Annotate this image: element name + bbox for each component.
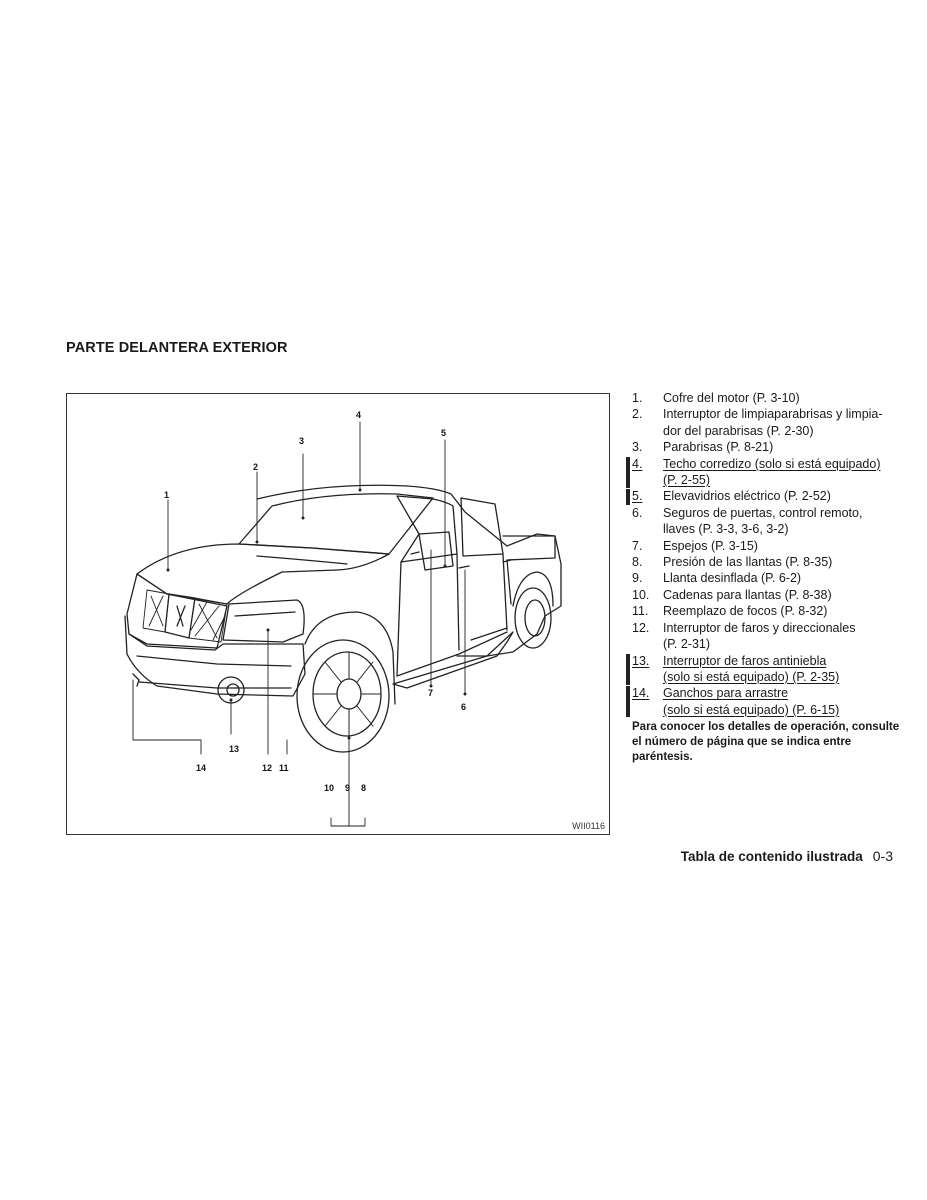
legend-text: Presión de las llantas (P. 8-35) xyxy=(663,554,900,570)
callout-3: 3 xyxy=(299,436,305,446)
legend-item: 11. Reemplazo de focos (P. 8-32) xyxy=(632,603,900,619)
legend-text: Ganchos para arrastre(solo si está equip… xyxy=(663,685,900,718)
legend-number: 4. xyxy=(632,456,643,471)
legend-number: 2. xyxy=(632,407,643,422)
legend-line: Interruptor de limpiaparabrisas y limpia… xyxy=(663,407,883,422)
legend-line: Parabrisas (P. 8-21) xyxy=(663,440,774,455)
legend-item: 1. Cofre del motor (P. 3-10) xyxy=(632,390,900,406)
legend-text: Interruptor de limpiaparabrisas y limpia… xyxy=(663,406,900,439)
figure-code: WII0116 xyxy=(572,821,605,831)
legend-number: 14. xyxy=(632,686,650,701)
footer-title: Tabla de contenido ilustrada xyxy=(680,849,863,864)
callout-11: 11 xyxy=(279,763,289,773)
legend-number: 13. xyxy=(632,653,650,668)
legend-number: 9. xyxy=(632,571,643,586)
legend-text: Seguros de puertas, control remoto, llave… xyxy=(663,505,900,538)
revision-bar xyxy=(626,653,630,685)
legend-line: dor del parabrisas (P. 2-30) xyxy=(663,423,814,438)
operation-note: Para conocer los detalles de operación, … xyxy=(632,721,900,764)
legend-line: Seguros de puertas, control remoto, xyxy=(663,505,863,520)
legend-number: 11. xyxy=(632,604,649,619)
legend-text: Espejos (P. 3-15) xyxy=(663,538,900,554)
legend-item: 10. Cadenas para llantas (P. 8-38) xyxy=(632,587,900,603)
legend-line: Espejos (P. 3-15) xyxy=(663,538,758,553)
legend-number: 10. xyxy=(632,587,650,602)
legend-item: 2. Interruptor de limpiaparabrisas y lim… xyxy=(632,406,900,439)
legend-number: 5. xyxy=(632,489,643,504)
section-title: PARTE DELANTERA EXTERIOR xyxy=(66,340,288,356)
legend-line: llaves (P. 3-3, 3-6, 3-2) xyxy=(663,522,789,537)
legend-line: Interruptor de faros antiniebla xyxy=(663,653,827,668)
legend-text: Interruptor de faros antiniebla(solo si … xyxy=(663,653,900,686)
callout-9: 9 xyxy=(345,783,351,793)
callout-4: 4 xyxy=(356,410,362,420)
legend-text: Interruptor de faros y direccionales (P. … xyxy=(663,620,900,653)
legend-number: 8. xyxy=(632,555,643,570)
legend-number: 6. xyxy=(632,505,643,520)
legend-item-revised: 5. Elevavidrios eléctrico (P. 2-52) xyxy=(626,488,900,506)
callout-5: 5 xyxy=(441,428,447,438)
callout-8: 8 xyxy=(361,783,367,793)
legend-item: 3. Parabrisas (P. 8-21) xyxy=(632,439,900,455)
legend-line: Llanta desinflada (P. 6-2) xyxy=(663,571,802,586)
legend-line: Presión de las llantas (P. 8-35) xyxy=(663,555,833,570)
revision-bar xyxy=(626,686,630,718)
legend-number: 7. xyxy=(632,538,643,553)
page-footer: Tabla de contenido ilustrada 0-3 xyxy=(681,848,893,864)
callout-6: 6 xyxy=(461,702,467,712)
legend-text: Elevavidrios eléctrico (P. 2-52) xyxy=(663,488,900,504)
vehicle-illustration: 1 2 3 4 5 6 7 8 9 10 11 12 13 14 WII0116 xyxy=(66,393,610,835)
callout-10: 10 xyxy=(324,783,335,793)
callout-7: 7 xyxy=(428,688,434,698)
legend-line: Interruptor de faros y direccionales xyxy=(663,620,856,635)
revision-bar xyxy=(626,456,630,488)
revision-bar xyxy=(626,489,630,506)
legend-text: Llanta desinflada (P. 6-2) xyxy=(663,570,900,586)
callout-1: 1 xyxy=(164,490,170,500)
legend-item: 8. Presión de las llantas (P. 8-35) xyxy=(632,554,900,570)
legend-line: (P. 2-31) xyxy=(663,637,711,652)
legend-item: 9. Llanta desinflada (P. 6-2) xyxy=(632,570,900,586)
legend-text: Cofre del motor (P. 3-10) xyxy=(663,390,900,406)
legend-line: Elevavidrios eléctrico (P. 2-52) xyxy=(663,489,831,504)
legend-text: Parabrisas (P. 8-21) xyxy=(663,439,900,455)
legend-item-revised: 4. Techo corredizo (solo si está equipad… xyxy=(626,456,900,489)
callout-13: 13 xyxy=(229,744,240,754)
legend-text: Reemplazo de focos (P. 8-32) xyxy=(663,603,900,619)
callout-2: 2 xyxy=(253,462,259,472)
legend-item: 6. Seguros de puertas, control remoto, ll… xyxy=(632,505,900,538)
legend-number: 12. xyxy=(632,620,650,635)
legend-item-revised: 14. Ganchos para arrastre(solo si está e… xyxy=(626,685,900,718)
legend-line: Ganchos para arrastre xyxy=(663,686,789,701)
page-number: 0-3 xyxy=(872,848,893,864)
legend-line: Reemplazo de focos (P. 8-32) xyxy=(663,604,828,619)
legend-line: (solo si está equipado) (P. 2-35) xyxy=(663,669,840,684)
legend-line: Cadenas para llantas (P. 8-38) xyxy=(663,587,832,602)
legend-line: Cofre del motor (P. 3-10) xyxy=(663,391,800,405)
legend-text: Techo corredizo (solo si está equipado) (… xyxy=(663,456,900,489)
callout-14: 14 xyxy=(196,763,207,773)
legend-line: (solo si está equipado) (P. 6-15) xyxy=(663,702,840,717)
legend-text: Cadenas para llantas (P. 8-38) xyxy=(663,587,900,603)
legend-item: 7. Espejos (P. 3-15) xyxy=(632,538,900,554)
legend-number: 3. xyxy=(632,440,643,455)
legend-item-revised: 13. Interruptor de faros antiniebla(solo… xyxy=(626,653,900,686)
legend-line: Techo corredizo (solo si está equipado) xyxy=(663,456,881,471)
legend-number: 1. xyxy=(632,391,643,405)
legend-item: 12. Interruptor de faros y direccionales… xyxy=(632,620,900,653)
legend-list: 1. Cofre del motor (P. 3-10) 2. Interrup… xyxy=(626,390,900,765)
legend-line: (P. 2-55) xyxy=(663,473,711,488)
truck-drawing xyxy=(124,421,562,827)
callout-12: 12 xyxy=(262,763,273,773)
